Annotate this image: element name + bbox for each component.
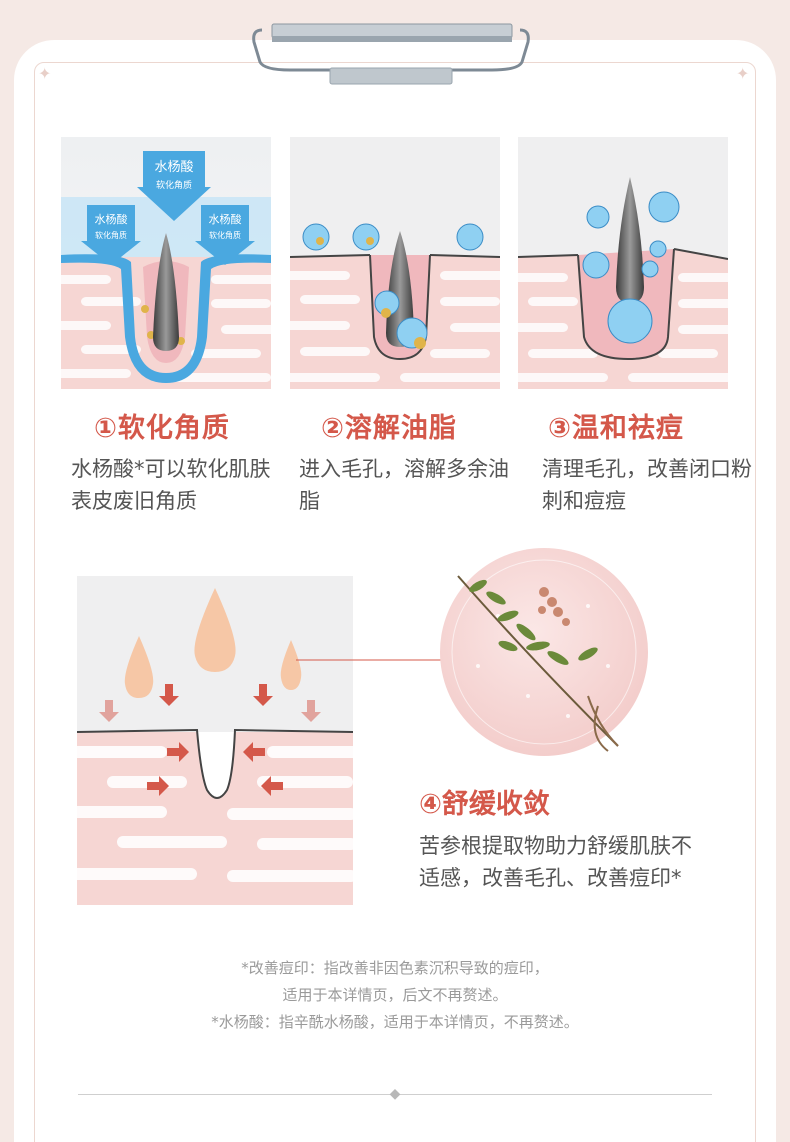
arrow-title: 水杨酸 (209, 212, 242, 226)
arrow-title: 水杨酸 (95, 212, 128, 226)
footnote-line: *改善痘印：指改善非因色素沉积导致的痘印， (241, 959, 549, 977)
diamond-icon: ◆ (389, 1086, 401, 1102)
step-3-desc: 清理毛孔，改善闭口粉刺和痘痘 (542, 457, 752, 513)
salicylic-arrow-left (81, 205, 141, 265)
herb-icon (440, 548, 648, 756)
divider-line (78, 1094, 712, 1095)
arrow-title: 水杨酸 (154, 160, 193, 175)
step-4-title: ④舒缓收敛 (419, 789, 550, 820)
footnotes: *改善痘印：指改善非因色素沉积导致的痘印， 适用于本详情页，后文不再赘述。 *水… (0, 955, 790, 1036)
molecule-icon (582, 191, 680, 344)
droplet-icon (124, 588, 302, 698)
step-4-desc: 苦参根提取物助力舒缓肌肤不适感，改善毛孔、改善痘印* (419, 834, 692, 890)
arrow-sub: 软化角质 (209, 230, 241, 240)
clip-icon (252, 23, 530, 85)
step-1-desc: 水杨酸*可以软化肌肤表皮废旧角质 (71, 457, 271, 513)
illustration-soothe-pores (77, 576, 353, 905)
illustration-soften-keratin: 水杨酸 软化角质 水杨酸 软化角质 水杨酸 软化角质 (61, 137, 271, 389)
illustration-dissolve-oil (290, 137, 500, 389)
arrow-sub: 软化角质 (156, 179, 192, 191)
step-3-title: ③温和祛痘 (548, 413, 684, 444)
step-2-desc: 进入毛孔，溶解多余油脂 (299, 457, 509, 513)
decorative-frame (34, 62, 756, 1142)
sparkle-icon: ✦ (38, 64, 52, 83)
illustration-gentle-acne (518, 137, 728, 389)
step-2-title: ②溶解油脂 (321, 413, 457, 444)
arrow-sub: 软化角质 (95, 230, 127, 240)
salicylic-arrow-center (137, 151, 211, 221)
molecule-icon (302, 223, 484, 349)
footnote-line: 适用于本详情页，后文不再赘述。 (282, 986, 508, 1004)
sparkle-icon: ✦ (736, 64, 750, 83)
step-1-title: ①软化角质 (94, 413, 230, 444)
salicylic-arrow-right (195, 205, 255, 265)
footnote-line: *水杨酸：指辛酰水杨酸，适用于本详情页，不再赘述。 (211, 1013, 579, 1031)
